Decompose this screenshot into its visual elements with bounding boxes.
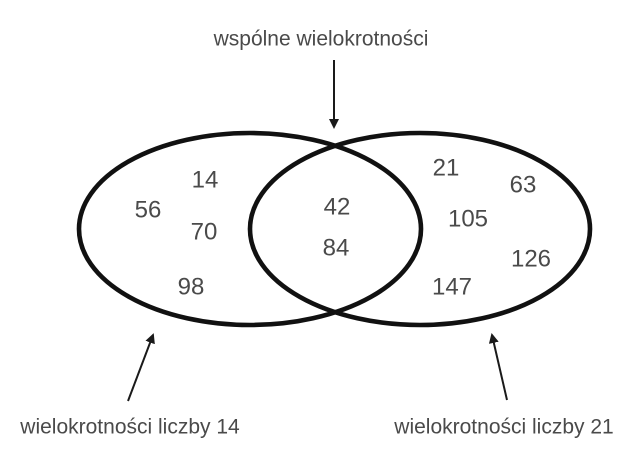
captions: wspólne wielokrotności wielokrotności li… <box>19 28 613 439</box>
intersection-number: 84 <box>323 235 350 262</box>
right-set-number: 21 <box>433 155 460 182</box>
right-set-number: 63 <box>510 172 537 199</box>
common-multiples-label: wspólne wielokrotności <box>213 28 429 51</box>
left-set-arrow <box>127 333 155 402</box>
right-set-numbers: 21 63 105 126 147 <box>432 155 551 301</box>
left-set-numbers: 14 56 70 98 <box>135 167 219 301</box>
right-set-number: 126 <box>511 246 551 273</box>
right-set-label: wielokrotności liczby 21 <box>393 416 613 439</box>
right-set-number: 147 <box>432 274 472 301</box>
annotation-arrows <box>127 60 508 402</box>
right-set-arrow <box>488 333 508 401</box>
intersection-numbers: 42 84 <box>323 194 351 262</box>
set-ellipses <box>76 130 593 328</box>
left-set-number: 56 <box>135 197 162 224</box>
intersection-number: 42 <box>324 194 351 221</box>
left-set-number: 14 <box>192 167 219 194</box>
right-set-ellipse <box>247 130 593 328</box>
left-set-number: 98 <box>178 274 205 301</box>
left-set-label: wielokrotności liczby 14 <box>19 416 240 439</box>
right-set-number: 105 <box>448 206 488 233</box>
left-set-number: 70 <box>191 219 218 246</box>
left-set-ellipse <box>76 130 424 328</box>
